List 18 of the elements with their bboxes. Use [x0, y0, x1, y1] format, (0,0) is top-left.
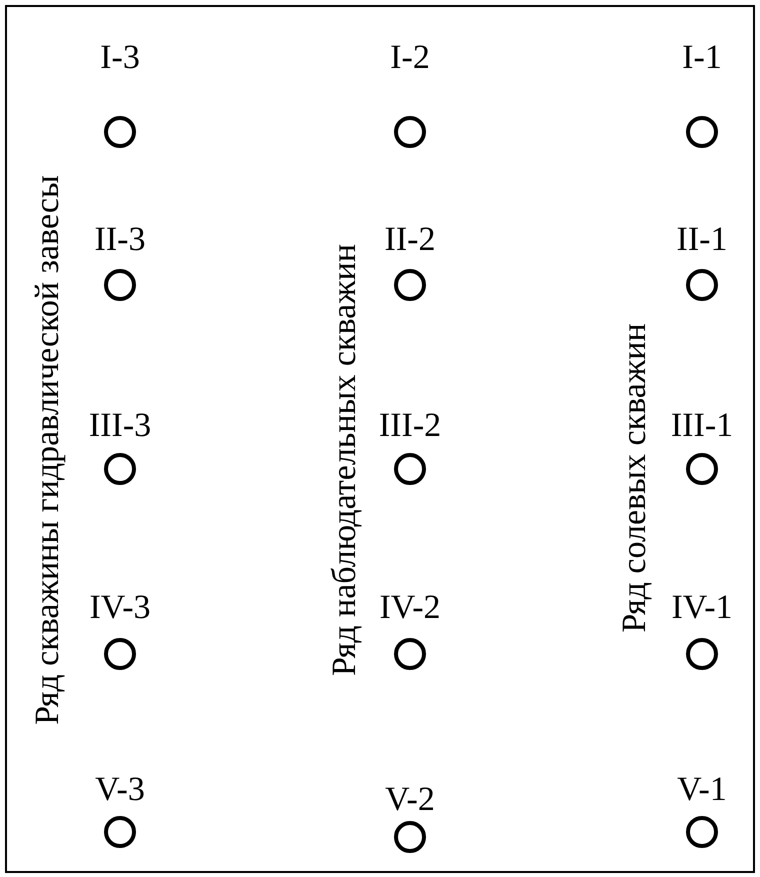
well-label: V-2 [385, 782, 435, 818]
well-label: II-3 [94, 222, 146, 258]
well-label: III-2 [378, 408, 442, 444]
well-label: V-3 [95, 772, 145, 808]
well-label: I-3 [100, 40, 140, 76]
well-label: II-1 [676, 222, 728, 258]
well-label: III-3 [88, 408, 152, 444]
well-label: I-1 [682, 40, 722, 76]
well-label: V-1 [677, 772, 727, 808]
well-label: I-2 [390, 40, 430, 76]
well-label: IV-3 [89, 590, 151, 626]
well-label: III-1 [670, 408, 734, 444]
well-label: IV-2 [379, 590, 441, 626]
row-title: Ряд солевых скважин [617, 323, 653, 633]
row-title: Ряд скважины гидравлической завесы [30, 175, 66, 725]
well-label: IV-1 [671, 590, 733, 626]
well-label: II-2 [384, 222, 436, 258]
row-title: Ряд наблюдательных скважин [327, 244, 363, 676]
